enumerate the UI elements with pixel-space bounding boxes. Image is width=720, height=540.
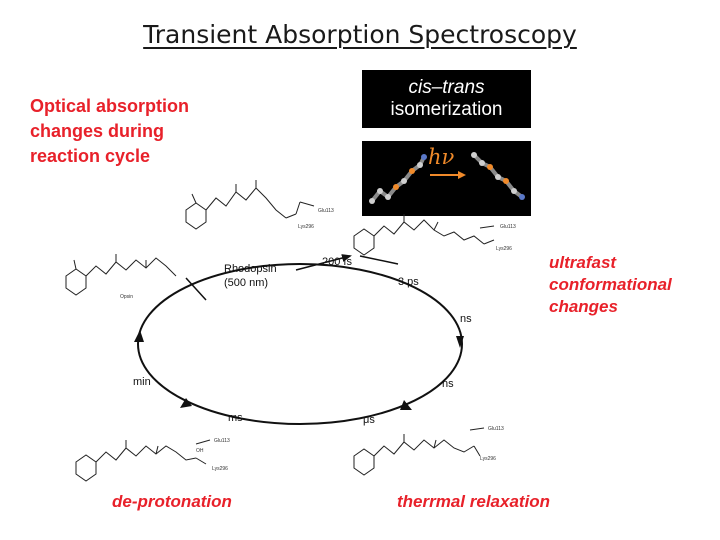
ultrafast-label: ultrafast conformational changes (549, 252, 672, 318)
glu-label-top: Glu113 (318, 208, 334, 214)
arrowhead-min (134, 330, 144, 342)
arrow-3ps (359, 255, 399, 265)
lys-label-upper-right: Lys296 (496, 246, 512, 252)
step-3ps-label: 3 ps (398, 276, 419, 288)
page-title: Transient Absorption Spectroscopy (143, 20, 577, 49)
retinal-3d-model-image (369, 152, 525, 204)
cis-trans-line-1: cis–trans (408, 77, 485, 98)
retinal-molecule-upper-right (353, 214, 495, 256)
retinal-molecule-top (185, 180, 315, 230)
step-ns-lower-label: ns (442, 378, 454, 390)
arrowhead-ns-right (456, 336, 464, 348)
arrow-200fs (295, 254, 352, 271)
ultrafast-line-3: changes (549, 297, 618, 316)
isomerization-image-panel: hν (362, 141, 531, 216)
glu-label-bottom-left: Glu113 (214, 438, 230, 444)
optical-absorption-label: Optical absorption changes during reacti… (30, 94, 189, 169)
ultrafast-line-2: conformational (549, 275, 672, 294)
glu-label-bottom-right: Glu113 (488, 426, 504, 432)
arrowhead-ns-lower (400, 400, 412, 410)
glu-label-upper-right: Glu113 (500, 224, 516, 230)
optical-line-1: Optical absorption (30, 96, 190, 116)
cis-trans-panel: cis–trans isomerization (362, 70, 531, 128)
optical-line-2: changes during (30, 121, 165, 141)
step-min-label: min (133, 376, 151, 388)
oh-label: OH (196, 448, 204, 454)
rhodopsin-name: Rhodopsin (224, 263, 277, 275)
thermal-relaxation-label: therrmal relaxation (397, 492, 551, 511)
arrowhead-ms (180, 398, 192, 408)
hv-label: hν (428, 145, 455, 169)
step-ns-right-label: ns (460, 313, 472, 325)
rhodopsin-wavelength: (500 nm) (224, 277, 269, 289)
step-us-label: μs (363, 414, 375, 426)
retinal-molecule-bottom-left (75, 439, 211, 482)
cycle-arrowheads (134, 330, 464, 410)
ultrafast-line-1: ultrafast (549, 253, 617, 272)
optical-line-3: reaction cycle (30, 146, 151, 166)
retinal-molecule-bottom-right (353, 427, 485, 476)
lys-label-bottom-right: Lys296 (480, 456, 496, 462)
rhodopsin-label: Rhodopsin (500 nm) (224, 262, 277, 290)
deprotonation-label: de-protonation (112, 492, 232, 511)
opsin-bond-line (185, 277, 207, 301)
cis-trans-line-2: isomerization (390, 99, 503, 120)
step-200fs-label: 200 fs (322, 256, 352, 268)
photocycle-ellipse (137, 263, 463, 425)
lys-label-bottom-left: Lys296 (212, 466, 228, 472)
retinal-molecule-left (65, 254, 177, 296)
opsin-label: Opsin (120, 294, 133, 300)
step-ms-label: ms (228, 412, 243, 424)
lys-label-top: Lys296 (298, 224, 314, 230)
